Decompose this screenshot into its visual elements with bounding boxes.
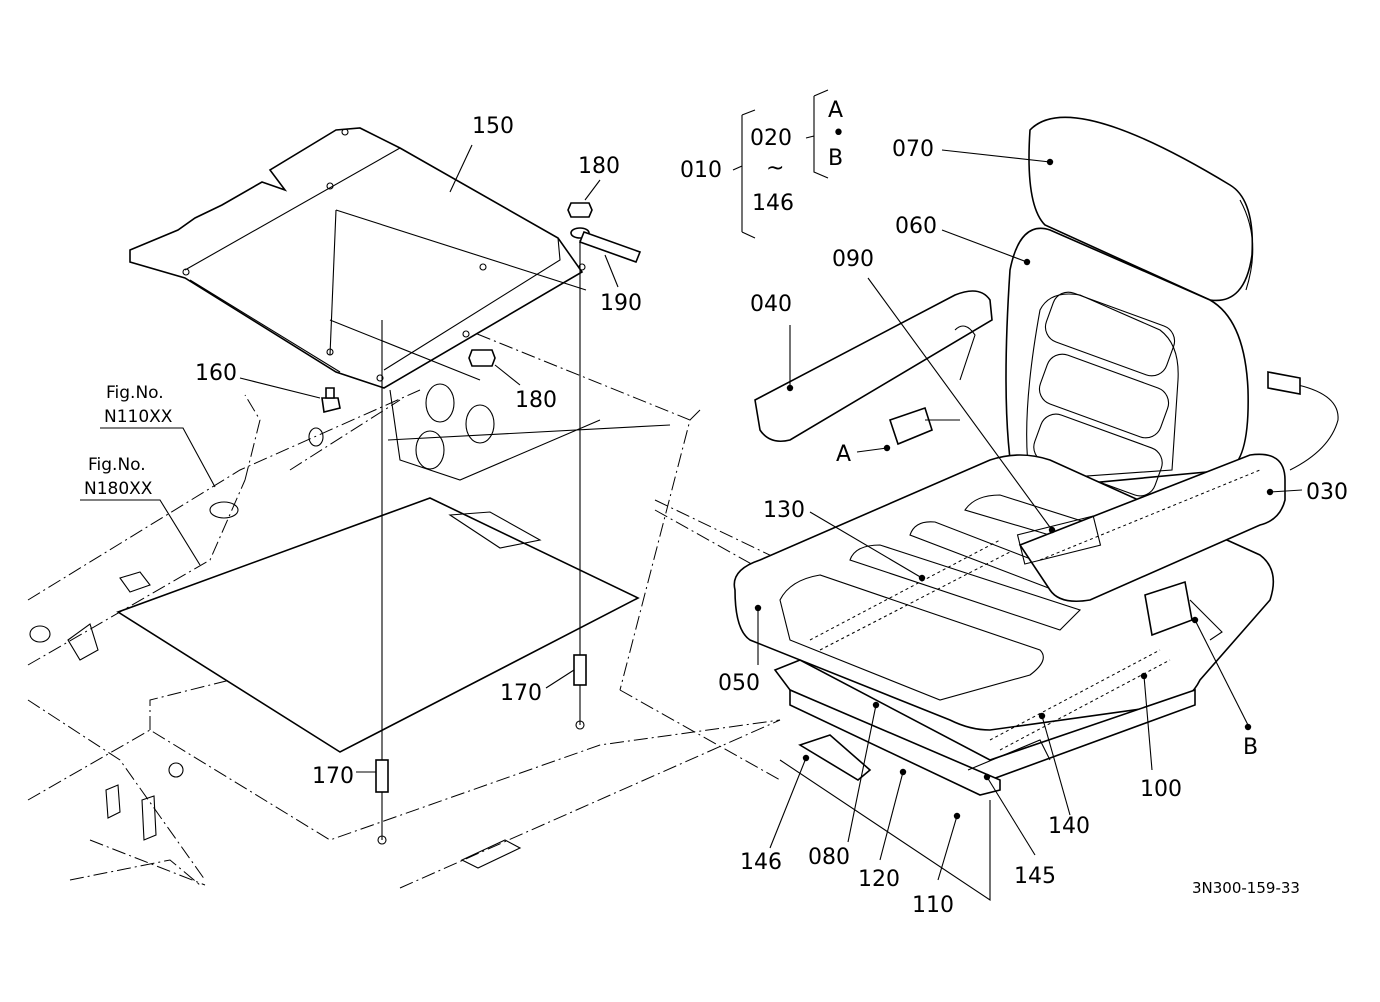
left-armrest <box>754 290 993 443</box>
callout-170-left: 170 <box>312 764 354 789</box>
base-guide <box>779 759 991 902</box>
bracket-parent-010: 010 <box>680 158 722 183</box>
callout-070: 070 <box>892 137 934 162</box>
callout-170-right: 170 <box>500 681 542 706</box>
callout-180-top: 180 <box>578 154 620 179</box>
leader-lines <box>80 89 1303 881</box>
callout-160: 160 <box>195 361 237 386</box>
bracket-range-start: 020 <box>750 126 792 151</box>
callout-190: 190 <box>600 291 642 316</box>
callout-050: 050 <box>718 671 760 696</box>
seat-assembly <box>733 116 1339 796</box>
bracket-variant-a: A <box>828 98 843 123</box>
callout-b: B <box>1243 735 1258 760</box>
bracket-variant-dot: • <box>832 121 845 146</box>
floor-plate <box>116 497 640 753</box>
callout-030: 030 <box>1306 480 1348 505</box>
callout-146: 146 <box>740 850 782 875</box>
right-armrest <box>1018 453 1286 603</box>
fig-ref-number-1: N110XX <box>104 407 173 427</box>
callout-110: 110 <box>912 893 954 918</box>
fig-ref-label-2: Fig.No. <box>88 455 146 475</box>
callout-180-mid: 180 <box>515 388 557 413</box>
callout-140: 140 <box>1048 814 1090 839</box>
callout-a: A <box>836 442 851 467</box>
bracket-variant-b: B <box>828 146 843 171</box>
callout-120: 120 <box>858 867 900 892</box>
floor-frame <box>27 324 781 889</box>
callout-040: 040 <box>750 292 792 317</box>
callout-labels: 150 180 190 160 180 170 170 Fig.No. N110… <box>84 98 1348 918</box>
callout-100: 100 <box>1140 777 1182 802</box>
drawing-code: 3N300-159-33 <box>1192 879 1300 897</box>
callout-080: 080 <box>808 845 850 870</box>
callout-060: 060 <box>895 214 937 239</box>
callout-090: 090 <box>832 247 874 272</box>
bracket-range-end: 146 <box>752 191 794 216</box>
callout-145: 145 <box>1014 864 1056 889</box>
fig-ref-label-1: Fig.No. <box>106 383 164 403</box>
callout-130: 130 <box>763 498 805 523</box>
seat-mount-plate <box>129 127 587 389</box>
callout-150: 150 <box>472 114 514 139</box>
hardware-parts <box>321 202 642 845</box>
bracket-range-tilde: ~ <box>766 156 784 181</box>
fig-ref-number-2: N180XX <box>84 479 153 499</box>
